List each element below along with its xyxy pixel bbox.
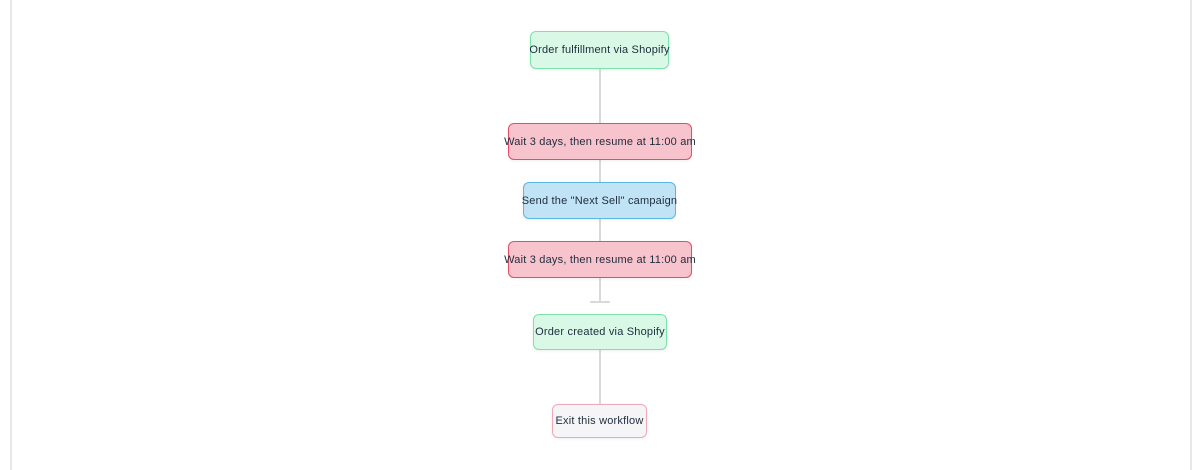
node-order-fulfillment-trigger[interactable]: Order fulfillment via Shopify	[529, 31, 670, 69]
node-label: Wait 3 days, then resume at 11:00 am	[504, 253, 696, 266]
panel-edge-right	[1190, 0, 1192, 470]
connector-line	[599, 69, 601, 123]
node-label: Order created via Shopify	[535, 326, 665, 338]
connector-line	[599, 160, 601, 182]
panel-edge-left	[10, 0, 12, 470]
branch-end-terminator	[590, 301, 610, 303]
node-label: Wait 3 days, then resume at 11:00 am	[504, 135, 696, 148]
node-send-campaign[interactable]: Send the "Next Sell" campaign	[521, 182, 678, 219]
node-exit-workflow[interactable]: Exit this workflow	[552, 404, 647, 438]
connector-line	[599, 278, 601, 301]
node-label: Order fulfillment via Shopify	[529, 44, 670, 56]
node-wait-step-1[interactable]: Wait 3 days, then resume at 11:00 am	[504, 123, 696, 160]
connector-line	[599, 219, 601, 241]
node-label: Exit this workflow	[555, 415, 644, 427]
node-label: Send the "Next Sell" campaign	[521, 194, 678, 207]
node-wait-step-2[interactable]: Wait 3 days, then resume at 11:00 am	[504, 241, 696, 278]
node-order-created-trigger[interactable]: Order created via Shopify	[533, 314, 667, 350]
connector-line	[599, 350, 601, 404]
